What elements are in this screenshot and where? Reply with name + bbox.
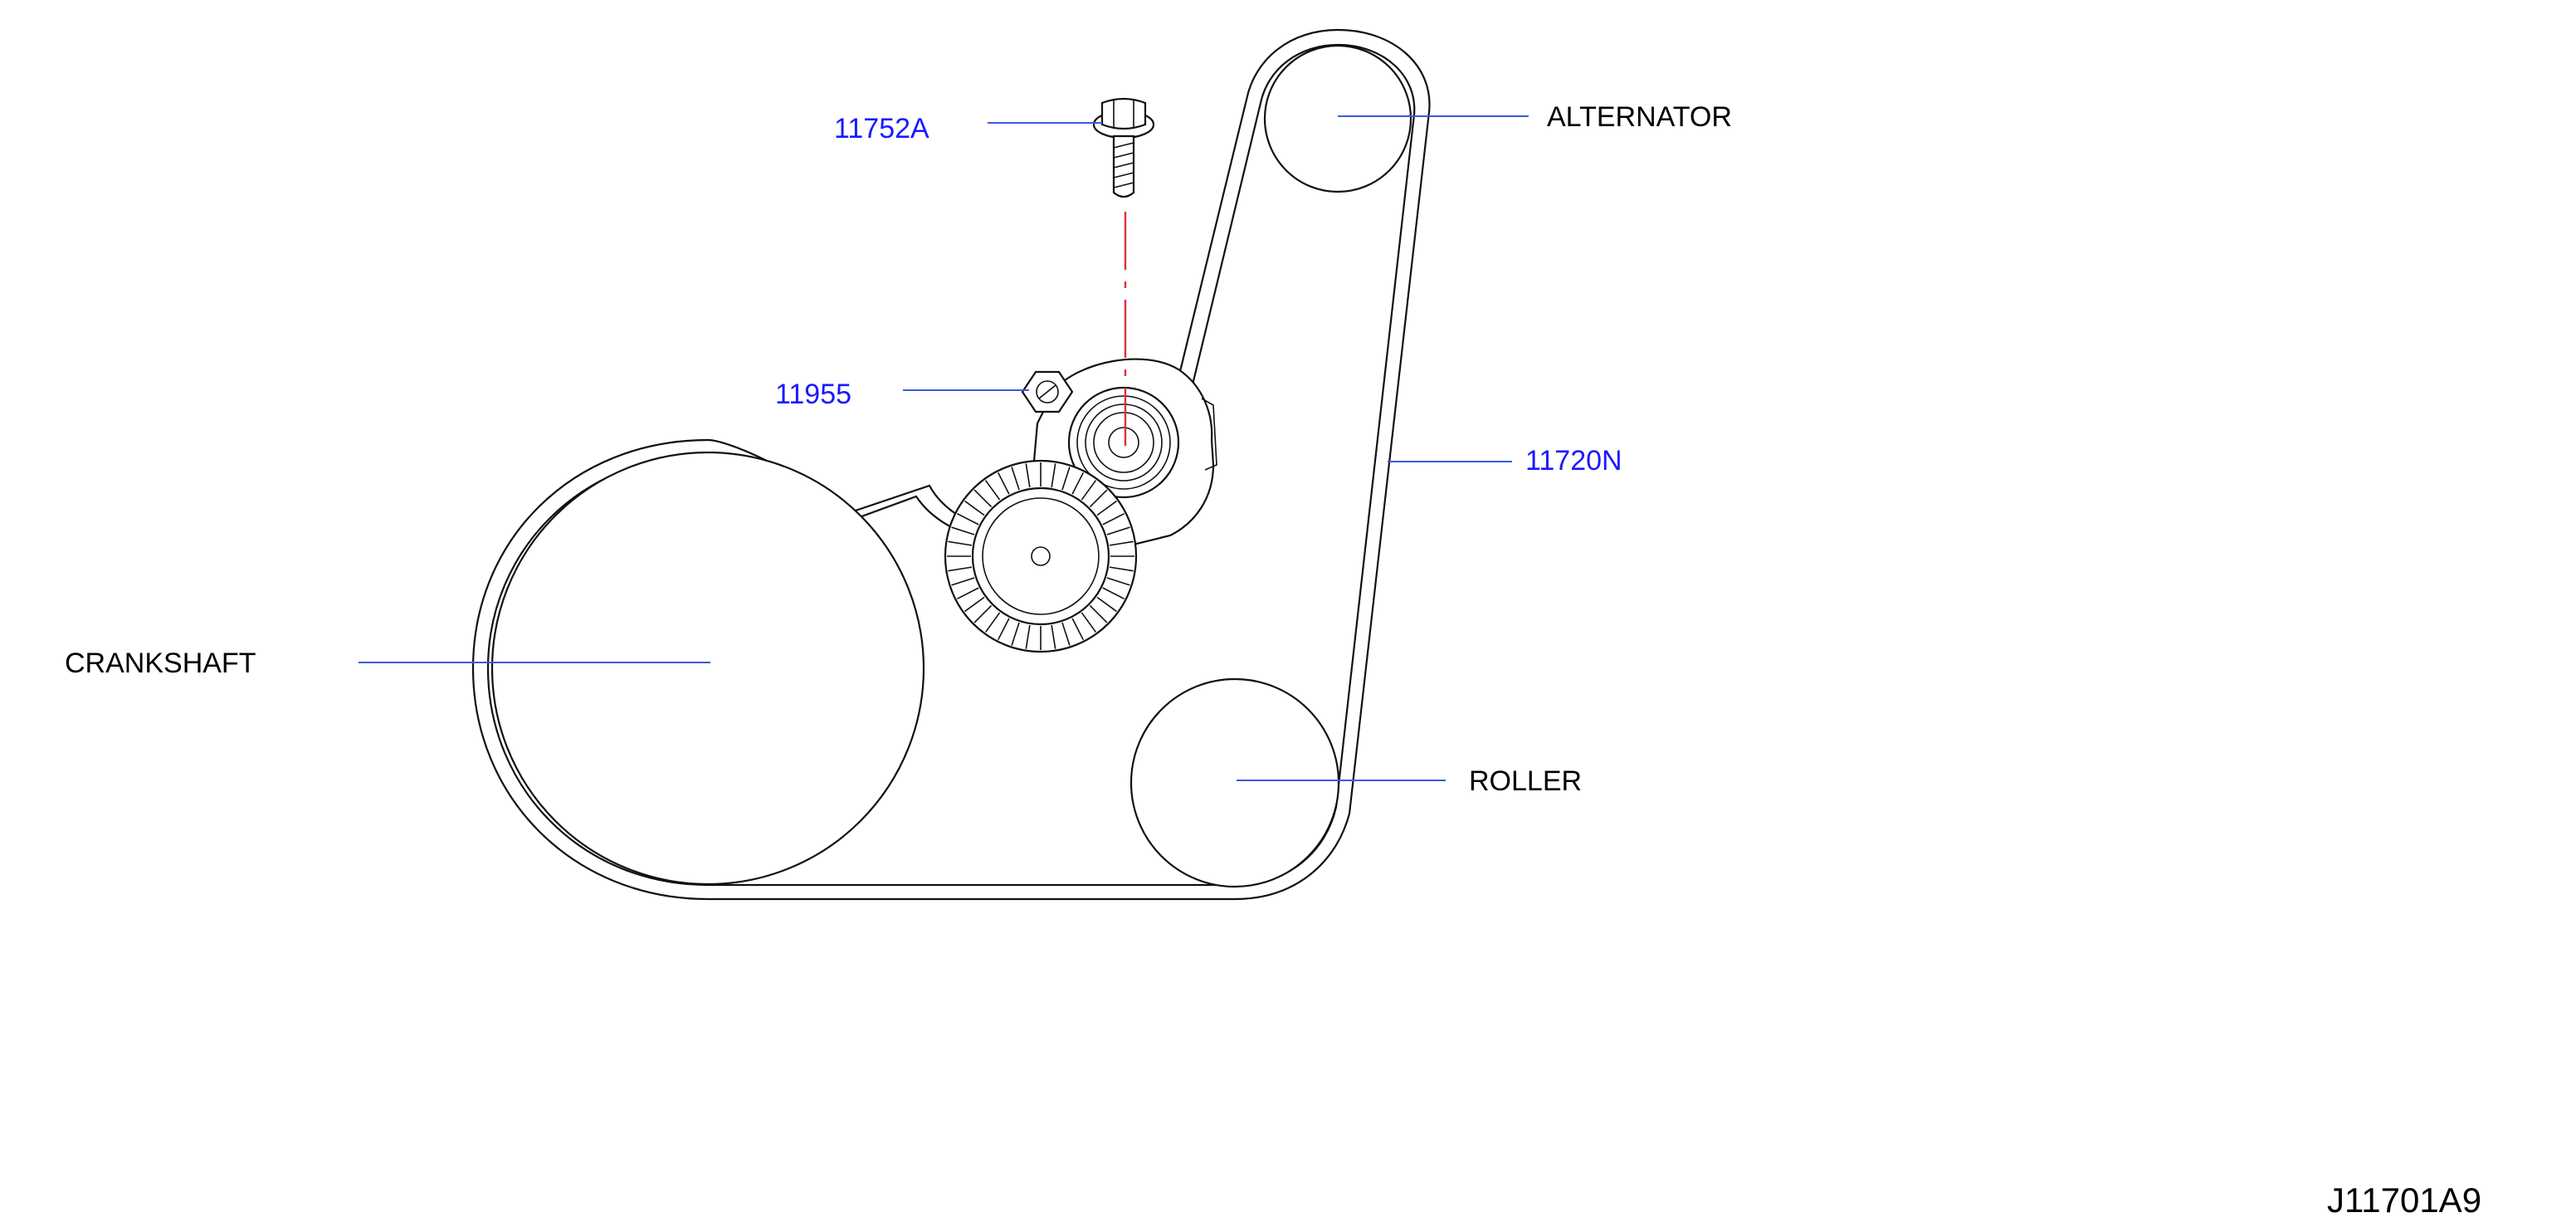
tensioner-bolt: [1092, 97, 1155, 198]
idler-pulley-rib: [964, 596, 985, 613]
idler-pulley: [944, 459, 1138, 653]
idler-pulley-rib: [1109, 540, 1134, 546]
roller-pulley: [1129, 677, 1340, 888]
crankshaft-pulley: [490, 451, 925, 886]
idler-pulley-rib: [1102, 512, 1125, 526]
idler-pulley-rib: [1096, 596, 1117, 613]
label-crankshaft: CRANKSHAFT: [65, 648, 256, 679]
label-roller: ROLLER: [1469, 765, 1582, 797]
idler-pulley-ribs: [947, 462, 1134, 650]
bolt-head: [1100, 97, 1147, 130]
idler-pulley-rib: [1071, 472, 1085, 495]
tensioner-pivot-ring-1: [1076, 395, 1171, 490]
idler-pulley-rib: [956, 587, 979, 600]
idler-pulley-rib: [1011, 622, 1020, 646]
tensioner-hex-nut-bore: [1036, 380, 1059, 403]
idler-pulley-rib: [956, 512, 979, 526]
label-belt-part-number: 11720N: [1525, 445, 1622, 477]
idler-pulley-rib: [1025, 463, 1031, 488]
label-alternator: ALTERNATOR: [1547, 101, 1732, 133]
idler-pulley-rib: [1109, 566, 1134, 572]
idler-pulley-rib: [997, 472, 1010, 495]
tensioner-bracket-edge: [1201, 398, 1217, 471]
idler-pulley-rib: [1051, 624, 1056, 649]
idler-pulley-rib: [1061, 467, 1071, 491]
idler-pulley-rib: [984, 612, 1001, 633]
label-tensioner-part-number: 11955: [775, 379, 851, 410]
idler-pulley-rib: [1011, 467, 1020, 491]
idler-pulley-rim: [971, 486, 1110, 626]
idler-pulley-rib: [1025, 624, 1031, 649]
tensioner-pivot-ring-3: [1093, 412, 1154, 473]
idler-pulley-inner-ring: [982, 497, 1100, 615]
idler-pulley-rib: [1089, 489, 1108, 508]
idler-pulley-rib: [1071, 618, 1085, 641]
tensioner-hex-nut-slot: [1038, 384, 1056, 399]
idler-pulley-rib: [1089, 604, 1108, 623]
idler-pulley-rib: [951, 577, 975, 586]
idler-pulley-rib: [1106, 577, 1130, 586]
idler-pulley-rib: [973, 489, 993, 508]
leader-lines: [359, 115, 1529, 781]
idler-pulley-rib: [948, 540, 973, 546]
idler-pulley-rib: [984, 480, 1001, 501]
idler-pulley-rib: [1096, 500, 1117, 516]
tensioner-pivot-ring-2: [1085, 403, 1163, 482]
idler-pulley-rib: [1102, 587, 1125, 600]
idler-pulley-rib: [997, 618, 1010, 641]
idler-pulley-rib: [1106, 526, 1130, 535]
idler-pulley-rib: [964, 500, 985, 516]
bolt-threads: [1113, 142, 1134, 188]
diagram-reference-code: J11701A9: [2327, 1181, 2481, 1220]
idler-pulley-rib: [1061, 622, 1071, 646]
idler-pulley-rib: [951, 526, 975, 535]
bolt-shank: [1112, 134, 1135, 198]
idler-pulley-rib: [948, 566, 973, 572]
tensioner-pivot-hub: [1108, 427, 1139, 458]
idler-pulley-rib: [1081, 612, 1097, 633]
idler-pulley-rib: [1081, 480, 1097, 501]
alternator-pulley: [1263, 44, 1412, 193]
label-bolt-part-number: 11752A: [834, 113, 929, 144]
idler-pulley-rib: [973, 604, 993, 623]
idler-pulley-hub: [1031, 546, 1051, 566]
idler-pulley-rib: [1051, 463, 1056, 488]
